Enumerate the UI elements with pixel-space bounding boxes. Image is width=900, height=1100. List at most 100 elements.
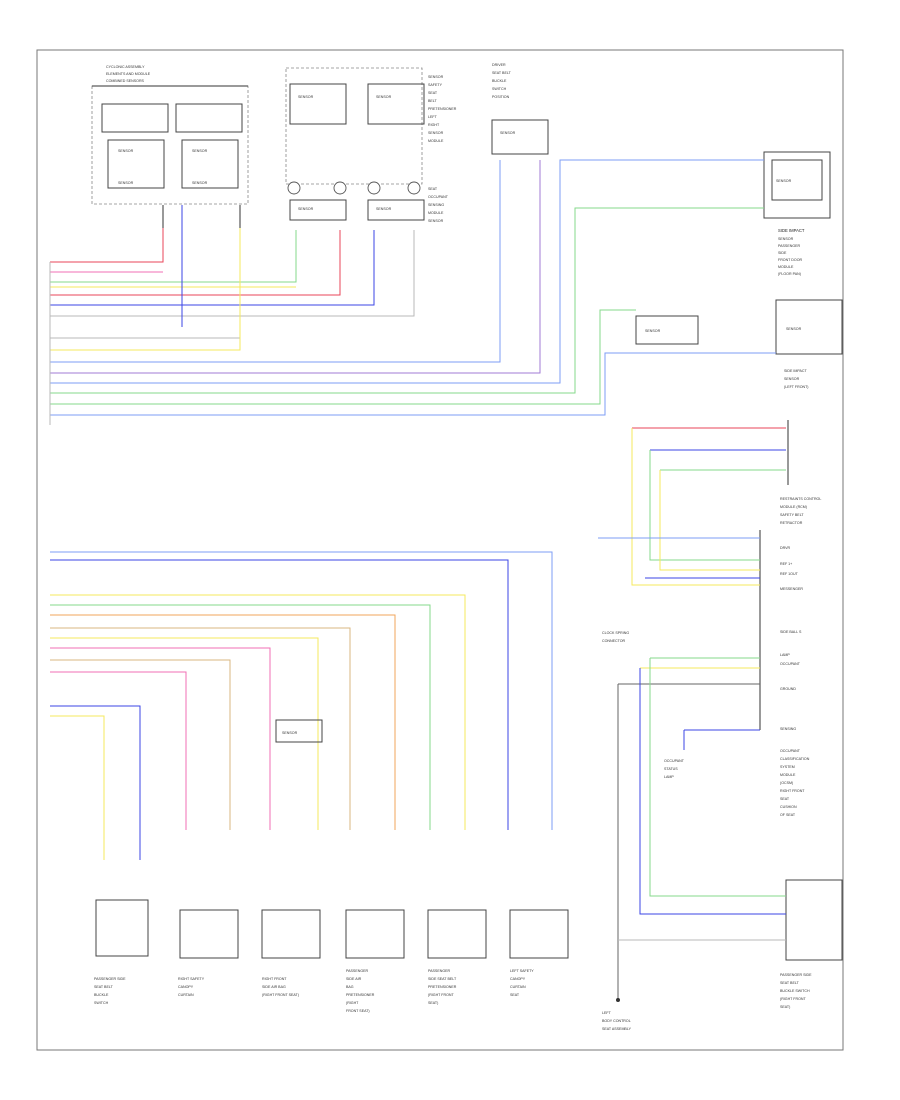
svg-text:MODULE: MODULE — [428, 211, 444, 215]
svg-text:SENSOR: SENSOR — [298, 207, 314, 211]
svg-text:LEFT: LEFT — [602, 1011, 612, 1015]
svg-text:PASSENGER: PASSENGER — [346, 969, 369, 973]
svg-text:SENSOR: SENSOR — [298, 95, 314, 99]
svg-text:MODULE: MODULE — [780, 773, 796, 777]
svg-text:CYCLONIC ASSEMBLY: CYCLONIC ASSEMBLY — [106, 65, 145, 69]
svg-text:PRETENSIONER: PRETENSIONER — [428, 107, 457, 111]
lower-wire-bundle: SENSOR — [50, 551, 553, 860]
svg-text:OCCUPANT: OCCUPANT — [780, 749, 801, 753]
svg-text:(FLOOR PAN): (FLOOR PAN) — [778, 272, 801, 276]
diagram-frame — [36, 49, 844, 1051]
svg-text:RIGHT: RIGHT — [428, 123, 440, 127]
svg-text:SEAT: SEAT — [428, 187, 438, 191]
svg-text:MODULE: MODULE — [778, 265, 794, 269]
svg-text:SENSOR: SENSOR — [500, 131, 516, 135]
svg-text:LAMP: LAMP — [780, 653, 790, 657]
right-second-module: SENSOR SIDE IMPACT SENSOR (LEFT FRONT) S… — [635, 299, 843, 389]
svg-text:SENSOR: SENSOR — [428, 131, 444, 135]
svg-text:BELT: BELT — [428, 99, 438, 103]
svg-text:RIGHT FRONT: RIGHT FRONT — [780, 789, 805, 793]
svg-text:BUCKLE: BUCKLE — [492, 79, 507, 83]
svg-text:SENSOR: SENSOR — [786, 327, 802, 331]
svg-text:SEAT): SEAT) — [428, 1001, 438, 1005]
svg-text:MODULE: MODULE — [428, 139, 444, 143]
svg-text:SEAT: SEAT — [428, 91, 438, 95]
svg-text:BODY CONTROL: BODY CONTROL — [602, 1019, 631, 1023]
svg-text:DRVR: DRVR — [780, 546, 791, 550]
svg-text:CANOPY: CANOPY — [178, 985, 194, 989]
svg-text:CURTAIN: CURTAIN — [510, 985, 526, 989]
svg-text:(RIGHT FRONT: (RIGHT FRONT — [428, 993, 454, 997]
svg-text:SIDE SEAT BELT: SIDE SEAT BELT — [428, 977, 457, 981]
svg-text:POSITION: POSITION — [492, 95, 510, 99]
svg-text:(LEFT FRONT): (LEFT FRONT) — [784, 385, 809, 389]
top-right-center-module: SENSOR DRIVER SEAT BELT BUCKLE SWITCH PO… — [491, 63, 549, 155]
svg-text:SENSING: SENSING — [428, 203, 444, 207]
svg-text:SWITCH: SWITCH — [94, 1001, 109, 1005]
svg-text:SIDE AIR: SIDE AIR — [346, 977, 362, 981]
svg-text:SENSOR: SENSOR — [645, 329, 661, 333]
svg-text:SENSOR: SENSOR — [118, 149, 134, 153]
svg-text:FRONT SEAT): FRONT SEAT) — [346, 1009, 370, 1013]
svg-text:LEFT: LEFT — [428, 115, 438, 119]
svg-text:REF 1OUT: REF 1OUT — [780, 572, 799, 576]
svg-text:SYSTEM: SYSTEM — [780, 765, 795, 769]
svg-text:LEFT SAFETY: LEFT SAFETY — [510, 969, 534, 973]
svg-text:SENSOR: SENSOR — [376, 95, 392, 99]
svg-text:SAFETY: SAFETY — [428, 83, 443, 87]
svg-text:SEAT): SEAT) — [780, 1005, 790, 1009]
right-bottom-module: PASSENGER SIDE SEAT BELT BUCKLE SWITCH (… — [780, 879, 843, 1009]
svg-text:OCCUPANT: OCCUPANT — [780, 662, 801, 666]
top-center-sensor-group: SENSOR SENSOR SENSOR SENSOR SENSOR SAFET… — [285, 67, 457, 223]
svg-text:SIDE IMPACT: SIDE IMPACT — [778, 228, 805, 233]
svg-text:OCCUPANT: OCCUPANT — [428, 195, 449, 199]
svg-text:(OCSM): (OCSM) — [780, 781, 793, 785]
svg-text:SENSOR: SENSOR — [118, 181, 134, 185]
right-middle-module: RESTRAINTS CONTROL MODULE (RCM) SAFETY B… — [759, 420, 821, 817]
svg-text:RETRACTOR: RETRACTOR — [780, 521, 803, 525]
svg-text:OCCUPANT: OCCUPANT — [664, 759, 685, 763]
svg-text:REF 1+: REF 1+ — [780, 562, 792, 566]
svg-text:BUCKLE SWITCH: BUCKLE SWITCH — [780, 989, 810, 993]
right-connector-wires: CLOCK SPRING CONNECTOR OCCUPANT STATUS L… — [598, 427, 786, 1031]
svg-text:CONNECTOR: CONNECTOR — [602, 639, 625, 643]
svg-text:SEAT BELT: SEAT BELT — [780, 981, 800, 985]
svg-text:CLASSIFICATION: CLASSIFICATION — [780, 757, 810, 761]
svg-text:BAG: BAG — [346, 985, 354, 989]
svg-text:CUSHION: CUSHION — [780, 805, 797, 809]
svg-text:SENSOR: SENSOR — [192, 181, 208, 185]
svg-text:SENSING: SENSING — [780, 727, 796, 731]
svg-text:SIDE IMPACT: SIDE IMPACT — [784, 369, 808, 373]
svg-text:SENSOR: SENSOR — [282, 731, 298, 735]
svg-text:CANOPY: CANOPY — [510, 977, 526, 981]
svg-text:ELEMENTS AND MODULE: ELEMENTS AND MODULE — [106, 72, 151, 76]
svg-text:DRIVER: DRIVER — [492, 63, 506, 67]
right-upper-module: SENSOR SIDE IMPACT SENSOR PASSENGER SIDE… — [763, 151, 831, 276]
svg-text:MODULE (RCM): MODULE (RCM) — [780, 505, 807, 509]
svg-text:(RIGHT FRONT SEAT): (RIGHT FRONT SEAT) — [262, 993, 299, 997]
svg-text:MESSENGER: MESSENGER — [780, 587, 803, 591]
svg-text:FRONT DOOR: FRONT DOOR — [778, 258, 802, 262]
svg-text:STATUS: STATUS — [664, 767, 678, 771]
svg-text:SENSOR: SENSOR — [784, 377, 800, 381]
svg-text:PRETENSIONER: PRETENSIONER — [428, 985, 457, 989]
svg-text:SIDE: SIDE — [778, 251, 787, 255]
svg-text:CLOCK SPRING: CLOCK SPRING — [602, 631, 629, 635]
svg-text:SWITCH: SWITCH — [492, 87, 507, 91]
bottom-sensor-row: PASSENGER SIDE SEAT BELT BUCKLE SWITCH R… — [94, 899, 569, 1013]
svg-text:RIGHT FRONT: RIGHT FRONT — [262, 977, 287, 981]
svg-text:SENSOR: SENSOR — [428, 219, 444, 223]
svg-text:GROUND: GROUND — [780, 687, 796, 691]
svg-text:SEAT BELT: SEAT BELT — [94, 985, 114, 989]
svg-text:SEAT ASSEMBLY: SEAT ASSEMBLY — [602, 1027, 632, 1031]
svg-text:PASSENGER: PASSENGER — [428, 969, 451, 973]
svg-text:OF SEAT: OF SEAT — [780, 813, 796, 817]
svg-text:SEAT: SEAT — [510, 993, 520, 997]
svg-text:(RIGHT FRONT: (RIGHT FRONT — [780, 997, 806, 1001]
svg-text:PASSENGER: PASSENGER — [778, 244, 801, 248]
svg-text:COMBINED SENSORS: COMBINED SENSORS — [106, 79, 145, 83]
svg-text:SEAT BELT: SEAT BELT — [492, 71, 512, 75]
svg-text:PRETENSIONER: PRETENSIONER — [346, 993, 375, 997]
svg-text:RIGHT SAFETY: RIGHT SAFETY — [178, 977, 205, 981]
